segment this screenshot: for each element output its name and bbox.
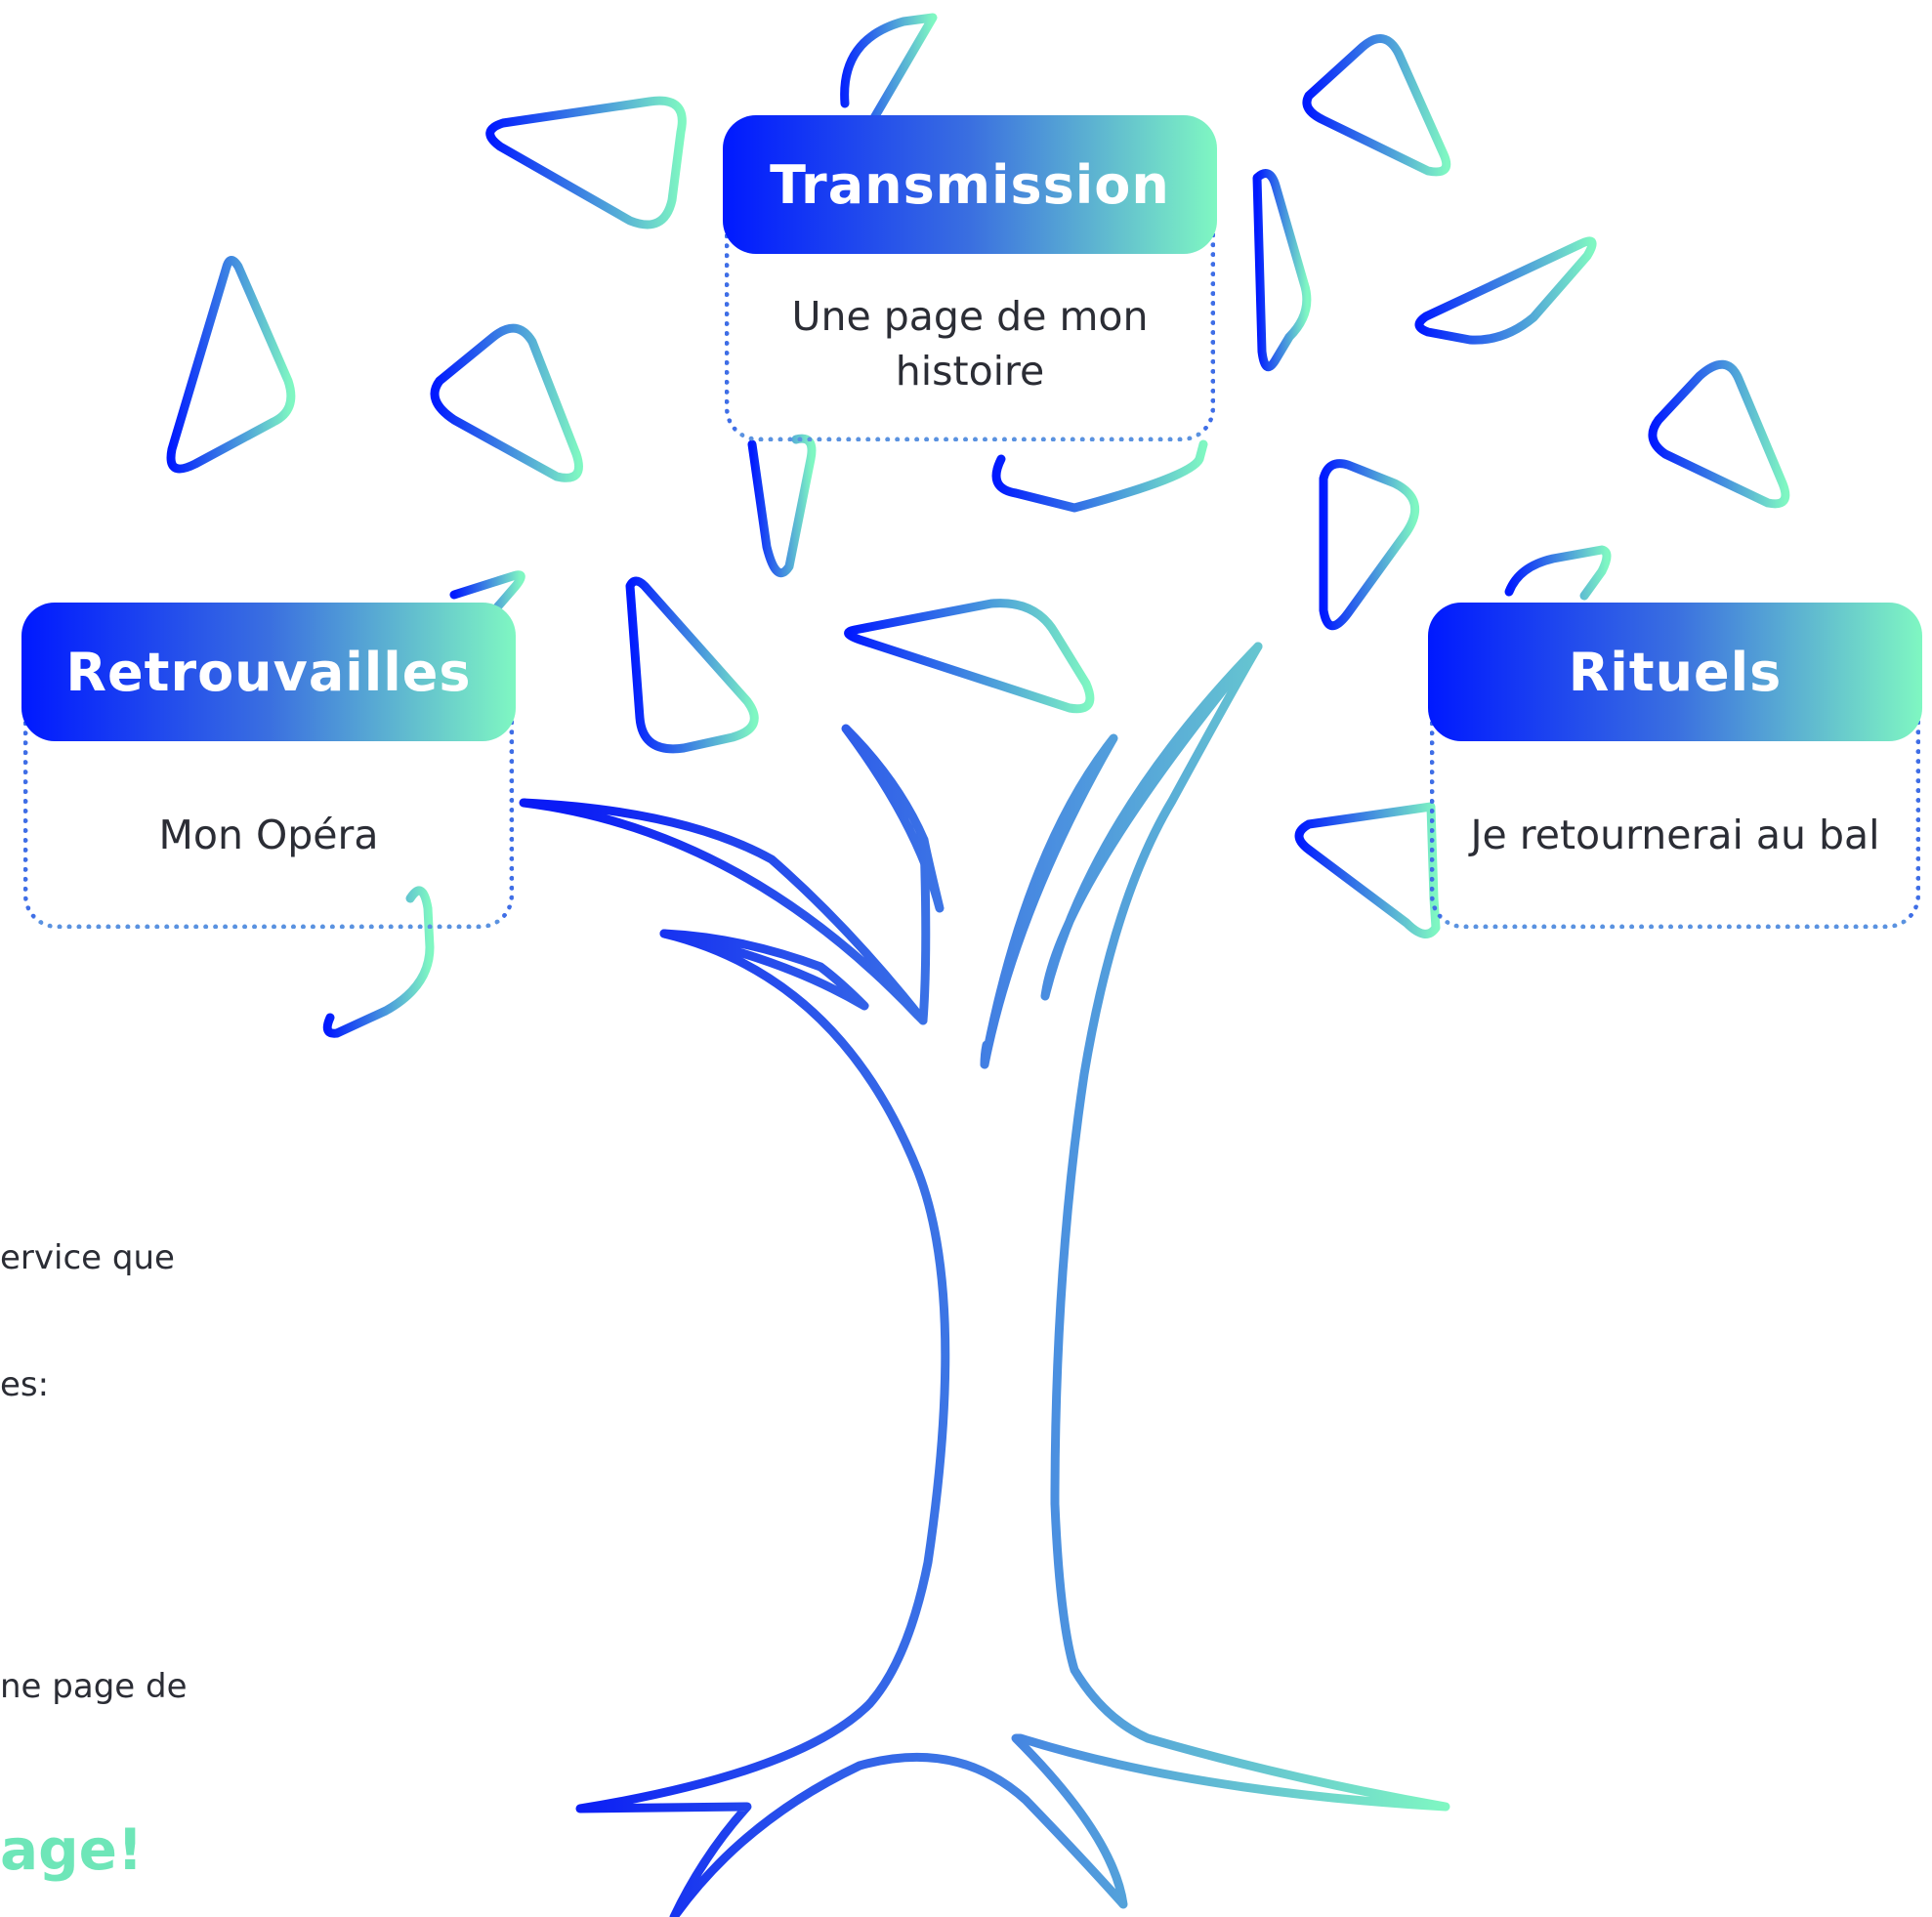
leaf-icon [1252,169,1312,372]
branch-title: Retrouvailles [65,641,472,703]
leaf-icon [485,96,687,229]
leaf-icon [991,439,1208,513]
branch-title: Rituels [1568,641,1783,703]
leaf-icon [833,13,938,185]
branch-title-badge: Rituels [1428,603,1922,741]
leaf-icon [166,256,296,474]
leaf-icon [1414,236,1597,345]
leaf-icon [1504,545,1612,601]
branch-text: Je retournerai au bal [1470,812,1880,858]
leaf-icon [322,886,435,1038]
branch-title-badge: Transmission [723,115,1217,254]
branch-retrouvailles: Retrouvailles Mon Opéra [21,603,516,929]
leaf-icon [844,599,1095,714]
leaf-icon [1294,802,1441,938]
branch-body [725,186,1215,441]
side-text-fragment: ervice que [0,1238,175,1277]
tree-outline-icon [519,798,928,1025]
side-text-fragment: ne page de [0,1667,188,1706]
branch-title-badge: Retrouvailles [21,603,516,741]
leaf-icon [747,434,817,578]
side-heading-fragment: age! [0,1816,144,1883]
branch-body [1430,673,1920,929]
branch-text: Mon Opéra [158,812,379,858]
branch-transmission: Transmission Une page de mon histoire [723,115,1217,441]
branch-text: Une page de mon histoire [791,293,1149,395]
leaf-icon [1648,359,1790,509]
leaf-icon [1319,459,1419,631]
branch-body [23,673,514,929]
branch-title: Transmission [770,153,1170,216]
leaf-icon [430,323,583,482]
side-text-fragment: es: [0,1365,50,1404]
leaf-icon [449,570,525,620]
leaf-icon [625,576,759,754]
leaf-icon [1302,34,1451,177]
branch-rituels: Rituels Je retournerai au bal [1428,603,1922,929]
